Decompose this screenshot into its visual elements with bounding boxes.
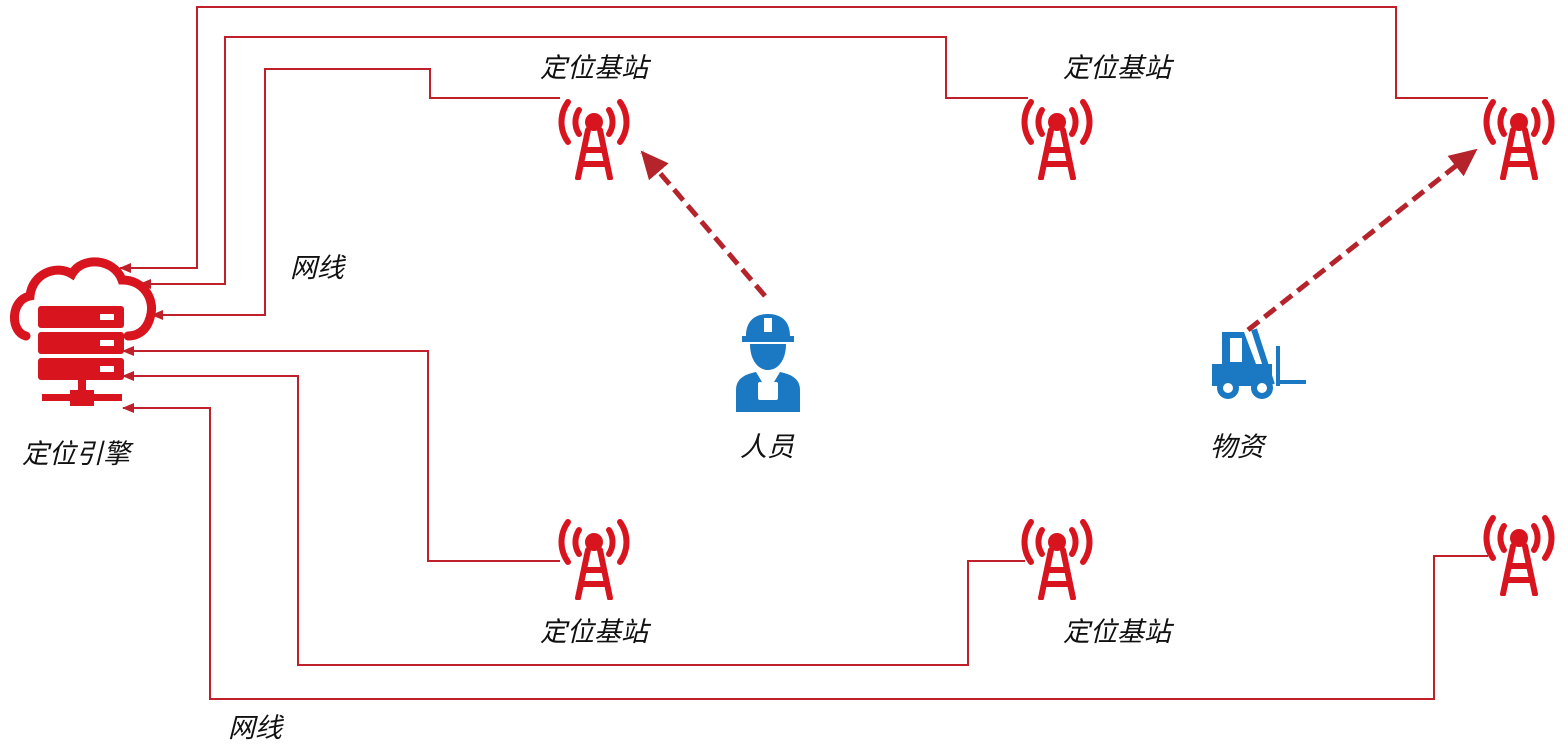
base-station-label-bottom-left: 定位基站 [540,617,648,648]
cloud-server-icon [10,257,156,406]
signal-tower-icon [1483,99,1555,180]
cable-bottom-right [122,403,1488,700]
signal-tower-icon [1483,515,1555,596]
base-station-label-top-middle: 定位基站 [1063,53,1171,84]
material-label: 物资 [1210,432,1264,463]
cable-label-bottom: 网线 [228,713,282,744]
base-station-label-top-left: 定位基站 [540,53,648,84]
signal-arrow-person [640,150,767,298]
cable-bottom-middle [122,371,1025,666]
worker-icon [736,314,800,412]
signal-tower-icon [558,99,630,180]
signal-tower-icon [1021,99,1093,180]
cable-bottom-left [122,346,560,562]
cable-top-left [151,68,560,320]
signal-tower-icon [558,519,630,600]
cable-top-right [119,6,1488,273]
forklift-icon [1212,328,1306,399]
cable-top-middle [139,36,1028,289]
signal-arrow-material [1246,148,1478,332]
base-station-label-bottom-middle: 定位基站 [1063,617,1171,648]
signal-tower-icon [1021,519,1093,600]
person-label: 人员 [740,432,794,463]
engine-label: 定位引擎 [22,439,130,470]
cable-label-top: 网线 [290,253,344,284]
